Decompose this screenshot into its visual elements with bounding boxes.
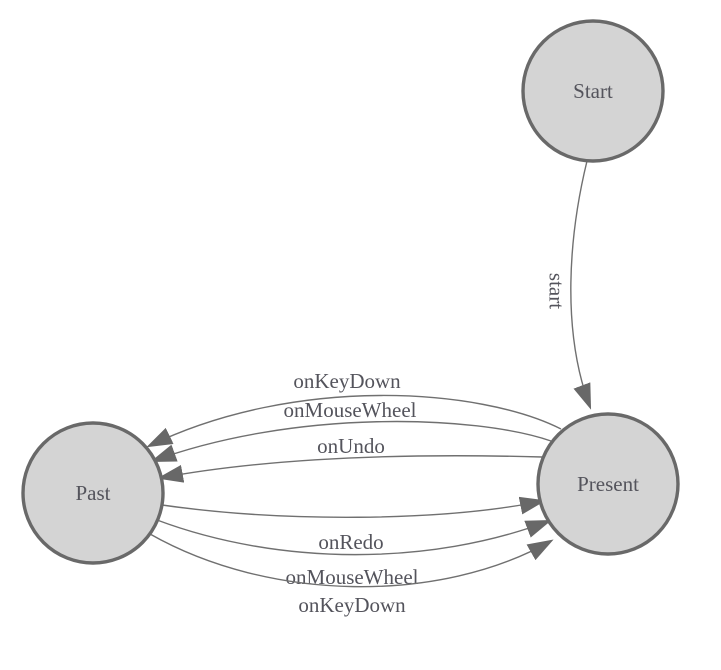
edge-path-onredo[interactable]	[161, 496, 546, 518]
state-circle-past[interactable]	[21, 421, 165, 565]
edge-start-to-present: start	[545, 160, 592, 410]
edge-label-onmousewheel-top: onMouseWheel	[284, 398, 417, 422]
edge-label-onkeydown-top: onKeyDown	[293, 369, 401, 393]
edge-label-onundo: onUndo	[317, 434, 385, 458]
state-circle-start[interactable]	[521, 19, 665, 163]
state-node-present[interactable]: Present	[536, 412, 680, 556]
node-label-present: Present	[577, 472, 639, 496]
edge-present-to-past-onmousewheel: onMouseWheel	[150, 398, 552, 463]
state-node-start[interactable]: Start	[521, 19, 665, 163]
edge-path-onkeydown-bottom[interactable]	[149, 533, 554, 588]
edge-path-onkeydown-top[interactable]	[146, 394, 562, 448]
edge-path-start[interactable]	[570, 160, 592, 410]
edge-past-to-present-onkeydown: onKeyDown	[149, 533, 554, 617]
edge-present-to-past-onkeydown: onKeyDown	[146, 369, 562, 448]
node-label-start: Start	[573, 79, 613, 103]
edge-path-onmousewheel-bottom[interactable]	[156, 519, 552, 556]
edge-path-onundo[interactable]	[157, 455, 543, 483]
edge-label-onredo: onRedo	[318, 530, 383, 554]
edge-past-to-present-onredo: onRedo	[161, 496, 546, 554]
node-label-past: Past	[75, 481, 110, 505]
edge-label-onkeydown-bottom: onKeyDown	[298, 593, 406, 617]
edge-path-onmousewheel-top[interactable]	[150, 420, 552, 463]
state-circle-present[interactable]	[536, 412, 680, 556]
edge-label-start: start	[545, 273, 569, 309]
state-node-past[interactable]: Past	[21, 421, 165, 565]
edge-present-to-past-onundo: onUndo	[157, 434, 543, 483]
